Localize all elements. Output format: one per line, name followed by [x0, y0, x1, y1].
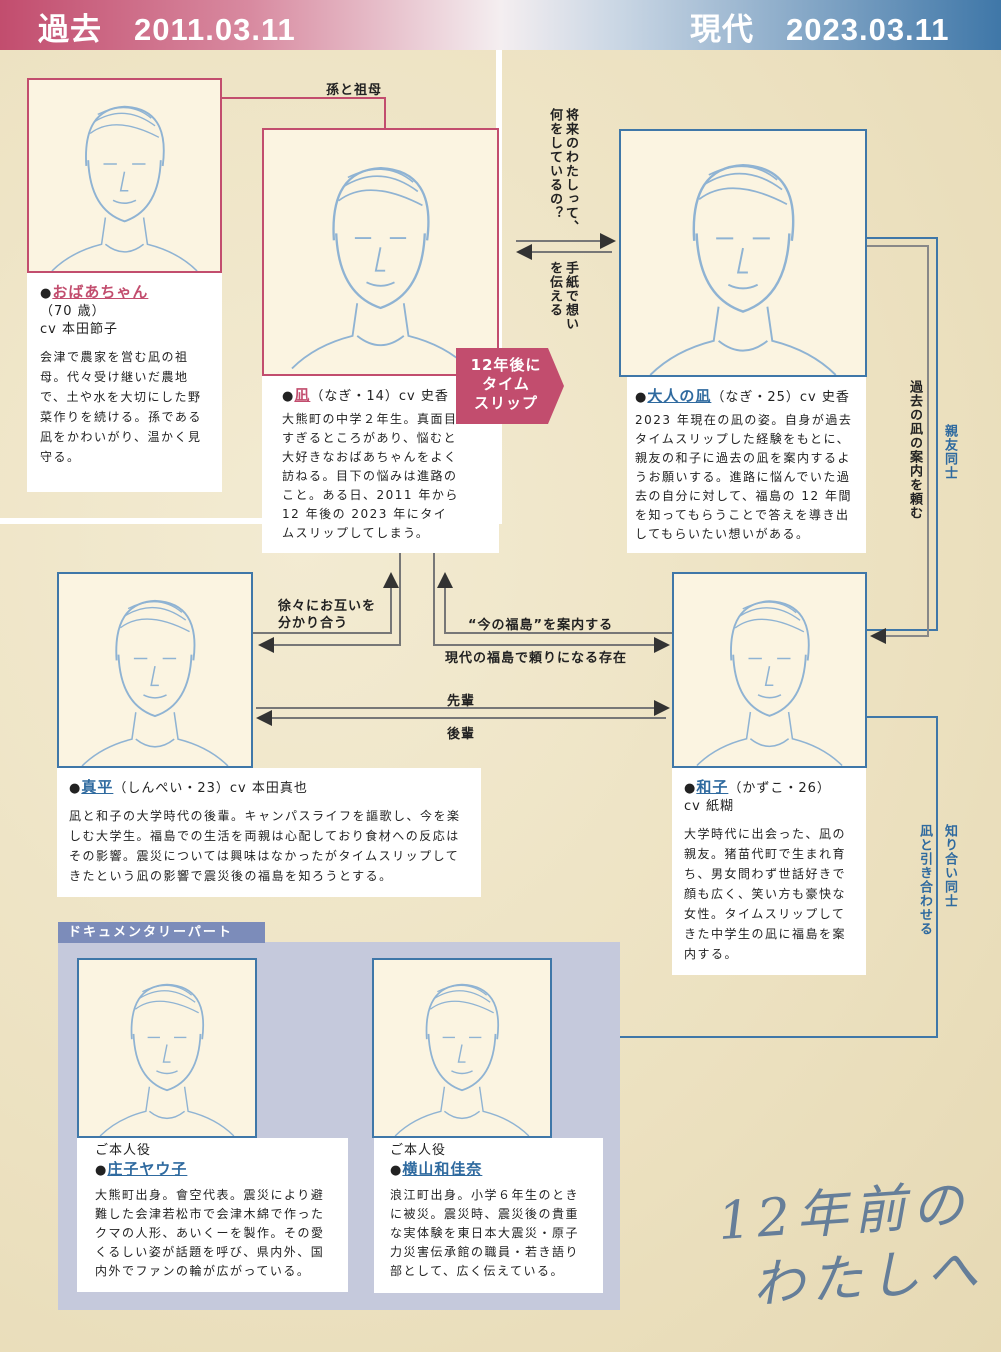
yokoyama-card: ご本人役 ●横山和佳奈 浪江町出身。小学６年生のときに被災。震災時、震災後の貴重…	[374, 1138, 603, 1293]
era-divider-horizontal	[0, 518, 502, 524]
grandma-card: ●おばあちゃん （70 歳） cv 本田節子 会津で農家を営む凪の祖母。代々受け継…	[27, 273, 222, 492]
shoji-role: ご本人役	[95, 1143, 152, 1158]
sketch-face-icon	[696, 600, 843, 766]
grandma-name: おばあちゃん	[52, 283, 149, 301]
mutual-line: 分かり合う	[278, 616, 349, 631]
acquaint-label: 知り合い同士	[942, 824, 957, 908]
timeslip-line: タイム	[482, 375, 530, 393]
introduce-label: 凪と引き合わせる	[917, 824, 932, 936]
timeslip-badge	[456, 348, 564, 424]
grandma-meta: （70 歳）	[40, 304, 106, 319]
shoji-portrait	[77, 958, 257, 1138]
sketch-face-icon	[291, 166, 470, 370]
kazuko-name: 和子	[696, 778, 729, 796]
ask-guide-label: 過去の凪の案内を頼む	[907, 380, 922, 520]
shinpei-desc: 凪と和子の大学時代の後輩。キャンパスライフを謳歌し、今を楽しむ大学生。福島での生…	[69, 809, 461, 883]
bullet: ●	[95, 1163, 108, 1178]
kazuko-desc: 大学時代に出会った、凪の親友。猪苗代町で生まれ育ち、男女問わず世話好きで顔も広く…	[684, 827, 847, 961]
kazuko-meta: （かずこ・26）	[728, 781, 831, 796]
bullet: ●	[69, 781, 82, 796]
reliable-label: 現代の福島で頼りになる存在	[445, 651, 628, 666]
yokoyama-desc: 浪江町出身。小学６年生のときに被災。震災時、震災後の貴重な実体験を東日本大震災・…	[390, 1188, 580, 1278]
nagi-desc: 大熊町の中学２年生。真面目すぎるところがあり、悩むと大好きなおばあちゃんをよく訪…	[282, 412, 459, 540]
grandma-portrait	[27, 78, 222, 273]
mutual-line: 徐々にお互いを	[278, 599, 377, 614]
guide-now-label: “今の福島”を案内する	[468, 618, 614, 633]
nagi-meta: （なぎ・14）cv 史香	[310, 389, 449, 404]
adult-nagi-meta: （なぎ・25）cv 史香	[711, 390, 850, 405]
timeline-header: 過去 2011.03.11 現代 2023.03.11	[0, 0, 1001, 50]
adult-nagi-name: 大人の凪	[647, 387, 712, 405]
sketch-face-icon	[51, 105, 198, 271]
timeslip-line: 12年後に	[470, 356, 542, 374]
kazuko-cv: cv 紙糊	[684, 799, 734, 814]
sketch-face-icon	[649, 163, 837, 375]
past-date-label: 過去 2011.03.11	[38, 12, 296, 47]
yokoyama-name: 横山和佳奈	[402, 1160, 483, 1178]
bullet: ●	[40, 286, 53, 301]
shinpei-name: 真平	[81, 778, 114, 796]
yokoyama-role: ご本人役	[390, 1143, 447, 1158]
handwritten-title: 12年前の わたしへ	[716, 1171, 987, 1321]
shinpei-card: ●真平（しんぺい・23）cv 本田真也 凪と和子の大学時代の後輩。キャンパスライ…	[57, 768, 481, 897]
documentary-tag: ドキュメンタリーパート	[58, 922, 265, 943]
sketch-face-icon	[99, 983, 235, 1136]
present-date-label: 現代 2023.03.11	[690, 12, 950, 47]
bullet: ●	[282, 389, 295, 404]
best-friends-label: 親友同士	[942, 424, 957, 480]
question-label-2: 何をしているの？	[547, 108, 562, 220]
shoji-card: ご本人役 ●庄子ヤウ子 大熊町出身。會空代表。震災により避難した会津若松市で会津…	[77, 1138, 348, 1292]
mutual-label: 徐々にお互いを 分かり合う	[278, 598, 376, 632]
question-label-1: 将来のわたしって、	[563, 108, 578, 234]
junior-label: 後輩	[447, 727, 476, 742]
shinpei-meta: （しんぺい・23）cv 本田真也	[113, 781, 308, 796]
sketch-face-icon	[394, 983, 530, 1136]
senior-label: 先輩	[447, 694, 476, 709]
nagi-name: 凪	[294, 386, 311, 404]
letter-label-1: 手紙で想い	[563, 261, 578, 331]
grand-relation-label: 孫と祖母	[326, 83, 383, 98]
timeslip-line: スリップ	[473, 394, 538, 412]
adult-nagi-portrait	[619, 129, 867, 377]
sketch-face-icon	[81, 599, 229, 766]
grandma-desc: 会津で農家を営む凪の祖母。代々受け継いだ農地で、土や水を大切にした野菜作りを続け…	[40, 350, 202, 464]
nagi-portrait	[262, 128, 499, 376]
shinpei-portrait	[57, 572, 253, 768]
adult-nagi-card: ●大人の凪（なぎ・25）cv 史香 2023 年現在の凪の姿。自身が過去タイムス…	[627, 377, 866, 553]
era-divider-vertical	[496, 50, 502, 523]
timeslip-label: 12年後に タイム スリップ	[456, 356, 556, 413]
bullet: ●	[635, 390, 648, 405]
kazuko-card: ●和子（かずこ・26） cv 紙糊 大学時代に出会った、凪の親友。猪苗代町で生ま…	[672, 768, 866, 975]
yokoyama-portrait	[372, 958, 552, 1138]
nagi-card: ●凪（なぎ・14）cv 史香 大熊町の中学２年生。真面目すぎるところがあり、悩む…	[262, 376, 499, 553]
shoji-name: 庄子ヤウ子	[107, 1160, 188, 1178]
grandma-cv: cv 本田節子	[40, 322, 118, 337]
letter-label-2: を伝える	[547, 261, 562, 317]
kazuko-portrait	[672, 572, 867, 768]
bullet: ●	[390, 1163, 403, 1178]
adult-nagi-desc: 2023 年現在の凪の姿。自身が過去タイムスリップした経験をもとに、親友の和子に…	[635, 413, 853, 541]
shoji-desc: 大熊町出身。會空代表。震災により避難した会津若松市で会津木綿で作ったクマの人形、…	[95, 1188, 325, 1278]
bullet: ●	[684, 781, 697, 796]
